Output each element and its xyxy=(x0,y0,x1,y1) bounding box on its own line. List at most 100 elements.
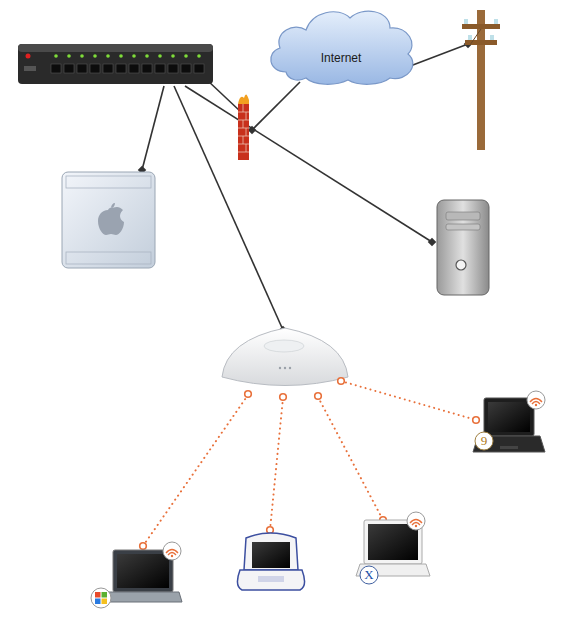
cloud-node: Internet xyxy=(262,2,420,86)
wireless-endpoint xyxy=(338,378,345,385)
network-switch xyxy=(54,54,58,58)
cable-connector xyxy=(248,126,256,134)
ethernet-cable xyxy=(207,80,241,112)
os-badge xyxy=(102,599,108,605)
network-switch xyxy=(158,54,162,58)
cable-connector xyxy=(428,238,436,246)
utility-pole xyxy=(494,19,498,24)
firewall-icon xyxy=(238,112,249,113)
cloud-outline xyxy=(271,11,413,84)
power-mac-tower xyxy=(456,260,466,270)
ethernet-cable xyxy=(405,44,468,68)
ethernet-cable xyxy=(185,86,432,242)
wireless-endpoint xyxy=(315,393,322,400)
network-switch xyxy=(80,54,84,58)
wireless-base-station xyxy=(222,328,348,386)
laptop-computer xyxy=(500,446,518,449)
wireless-link xyxy=(341,381,476,420)
firewall-icon xyxy=(243,104,244,112)
wireless-endpoint xyxy=(140,378,480,550)
cloud-shape xyxy=(262,2,420,86)
laptop-computer xyxy=(113,550,173,592)
wifi-badge xyxy=(527,391,545,409)
network-switch xyxy=(18,44,213,84)
utility-pole xyxy=(468,35,472,40)
wifi-badge xyxy=(410,520,422,526)
laptop-computer xyxy=(237,570,304,590)
wireless-endpoint xyxy=(473,417,480,424)
network-switch xyxy=(145,54,149,58)
mac-pro-tower xyxy=(66,252,151,264)
network-switch xyxy=(103,64,113,73)
power-mac-tower xyxy=(437,200,489,295)
wireless-base-station xyxy=(279,367,281,369)
network-switch xyxy=(24,66,36,71)
network-switch xyxy=(116,64,126,73)
wifi-badge xyxy=(415,525,417,527)
os-badge-label: 9 xyxy=(475,432,493,450)
firewall-icon xyxy=(238,136,249,137)
wifi-badge xyxy=(407,512,425,530)
os-badge xyxy=(360,566,378,584)
laptop-computer xyxy=(104,592,182,602)
wifi-badge xyxy=(163,391,545,560)
mac-pro-tower xyxy=(62,172,155,268)
utility-pole xyxy=(465,40,497,45)
network-switch xyxy=(129,64,139,73)
firewall-icon xyxy=(238,104,249,160)
firewall-icon xyxy=(243,136,244,144)
laptop-computer xyxy=(117,554,169,588)
firewall-icon xyxy=(243,120,244,128)
firewall-icon xyxy=(238,104,249,152)
wifi-badge xyxy=(163,542,181,560)
wireless-base-station xyxy=(284,367,286,369)
wireless-endpoint xyxy=(245,391,252,398)
network-switch xyxy=(93,54,97,58)
laptop-computer xyxy=(258,576,284,582)
os-badge-label: X xyxy=(360,566,378,584)
network-switch xyxy=(106,54,110,58)
network-switch xyxy=(90,64,100,73)
wireless-link xyxy=(143,381,476,546)
network-switch xyxy=(51,64,204,73)
network-switch xyxy=(54,54,201,58)
wifi-badge xyxy=(171,555,173,557)
network-switch xyxy=(18,44,213,84)
network-switch xyxy=(18,44,213,52)
laptop-computer xyxy=(488,402,530,432)
laptop-computer xyxy=(244,533,298,570)
os-badge xyxy=(475,432,493,450)
firewall-icon xyxy=(238,120,249,121)
network-switch xyxy=(77,64,87,73)
network-switch xyxy=(51,64,61,73)
os-badge xyxy=(91,588,111,608)
firewall-icon xyxy=(246,112,247,120)
laptop-computer xyxy=(368,524,418,560)
ethernet-cable xyxy=(252,82,300,130)
wifi-badge xyxy=(166,550,178,556)
network-switch xyxy=(64,64,74,73)
wifi-badge xyxy=(535,404,537,406)
firewall-icon xyxy=(246,144,247,152)
network-switch xyxy=(184,54,188,58)
network-switch xyxy=(194,64,204,73)
utility-pole xyxy=(470,29,481,45)
wireless-link xyxy=(318,397,383,520)
node-label: Internet xyxy=(262,51,420,65)
wifi-badge xyxy=(530,399,542,405)
ethernet-cable xyxy=(142,44,468,330)
wireless-endpoint xyxy=(140,543,147,550)
ethernet-cable xyxy=(174,86,283,330)
os-badge xyxy=(95,599,101,605)
power-mac-tower xyxy=(446,224,480,230)
ethernet-cable xyxy=(142,86,164,170)
power-mac-tower xyxy=(437,200,489,295)
network-switch xyxy=(171,54,175,58)
wireless-base-station xyxy=(222,328,348,386)
wireless-link xyxy=(270,398,283,530)
network-switch xyxy=(181,64,191,73)
firewall-icon xyxy=(238,128,249,129)
network-switch xyxy=(142,64,152,73)
